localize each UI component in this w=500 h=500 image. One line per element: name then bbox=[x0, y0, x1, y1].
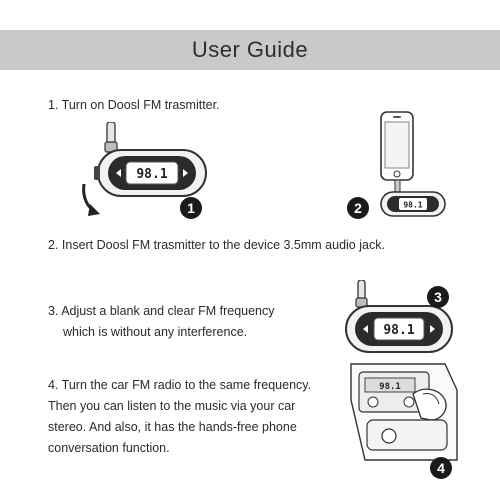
header-bar: User Guide bbox=[0, 30, 500, 70]
phone-with-transmitter-illustration: 98.1 bbox=[380, 111, 446, 217]
step-2-text: 2. Insert Doosl FM trasmitter to the dev… bbox=[48, 238, 385, 252]
frequency-readout-1: 98.1 bbox=[136, 167, 167, 182]
fm-transmitter-illustration-3: 98.1 bbox=[345, 280, 453, 353]
car-radio-illustration: 98.1 bbox=[350, 363, 458, 461]
step-4-line-3: stereo. And also, it has the hands-free … bbox=[48, 420, 297, 434]
step-3-line-2: which is without any interference. bbox=[63, 325, 248, 339]
fm-transmitter-illustration-1: 98.1 bbox=[82, 122, 207, 216]
step-badge-4: 4 bbox=[430, 457, 452, 479]
frequency-readout-3: 98.1 bbox=[383, 323, 414, 338]
frequency-readout-2: 98.1 bbox=[403, 201, 422, 210]
step-badge-3: 3 bbox=[427, 286, 449, 308]
frequency-readout-4: 98.1 bbox=[379, 382, 401, 392]
step-4-line-4: conversation function. bbox=[48, 441, 170, 455]
step-3-line-1: 3. Adjust a blank and clear FM frequency bbox=[48, 304, 275, 318]
step-4-line-2: Then you can listen to the music via you… bbox=[48, 399, 296, 413]
page-title: User Guide bbox=[191, 37, 309, 62]
step-badge-1: 1 bbox=[180, 197, 202, 219]
step-badge-2: 2 bbox=[347, 197, 369, 219]
step-4-line-1: 4. Turn the car FM radio to the same fre… bbox=[48, 378, 312, 392]
step-1-text: 1. Turn on Doosl FM trasmitter. bbox=[48, 98, 220, 112]
